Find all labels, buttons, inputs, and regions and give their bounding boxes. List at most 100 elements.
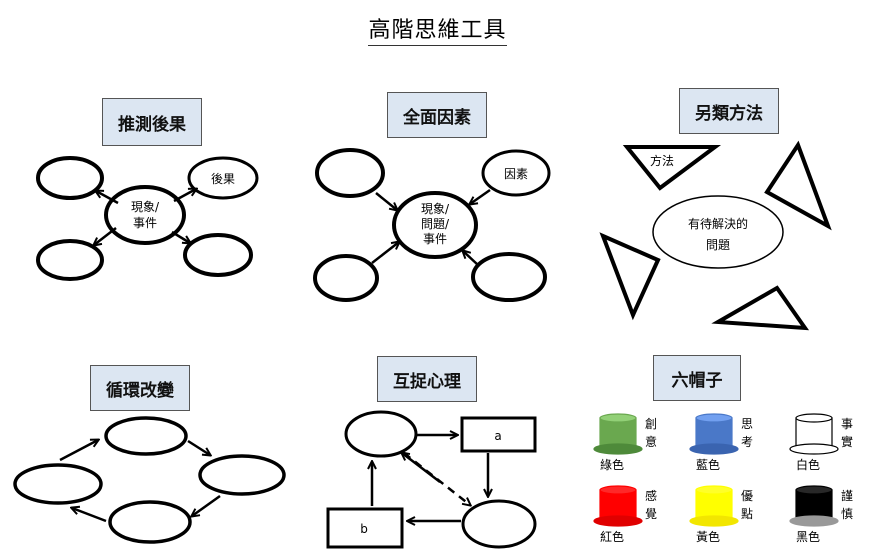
interaction-diagram: a b (326, 410, 537, 549)
cycle-label: 循環改變 (90, 365, 190, 411)
interaction-label: 互捉心理 (377, 356, 477, 402)
factors-diagram: 現象/ 問題/ 事件 因素 (313, 148, 551, 302)
factor-node-bottom-right (471, 252, 547, 302)
hat-brim (789, 443, 839, 455)
problem-text-2: 問題 (706, 238, 730, 252)
interaction-box-a (460, 416, 537, 453)
hat-side-text-1: 思 (741, 417, 753, 431)
method-text: 方法 (650, 153, 674, 168)
consequence-node-bottom-right (183, 233, 253, 277)
cycle-arrow-4 (59, 440, 98, 462)
hat-side-text-2: 覺 (645, 507, 657, 521)
cycle-node-bottom (108, 500, 192, 544)
hat-brim (789, 515, 839, 527)
six-hats-label: 六帽子 (653, 355, 741, 401)
box-b-text: b (360, 522, 368, 536)
hat-brim (689, 443, 739, 455)
hat-name: 黑色 (796, 530, 820, 544)
hat-name: 白色 (796, 457, 820, 472)
arrow-bottom-right-to-center (463, 251, 479, 266)
arrow-center-to-top-left (96, 191, 119, 205)
consequence-center-node (104, 185, 186, 245)
hat-side-text-2: 意 (645, 434, 657, 449)
hat-side-text-1: 感 (645, 488, 657, 503)
problem-text-1: 有待解決的 (688, 216, 748, 231)
hat-top (599, 485, 637, 495)
consequence-node-top-left (36, 156, 104, 200)
cycle-node-top (104, 416, 188, 456)
factor-node-bottom-left (313, 254, 379, 302)
hat-name: 紅色 (600, 530, 624, 544)
method-triangle-right (764, 140, 832, 231)
interaction-node-top-left (344, 410, 418, 458)
factor-node-top-right (481, 149, 551, 197)
method-triangle-bottom-right (711, 285, 810, 331)
method-triangle-top-left (622, 145, 722, 191)
interaction-box-b (326, 507, 404, 549)
hat-name: 綠色 (600, 458, 624, 472)
hat-side-text-1: 創 (645, 417, 657, 431)
alternatives-label: 另類方法 (679, 88, 779, 134)
hat-side-text-2: 實 (841, 434, 853, 449)
hat-side-text-1: 謹 (841, 488, 853, 503)
hat-top (695, 485, 733, 495)
hat-brim (593, 515, 643, 527)
box-a-text: a (494, 429, 501, 443)
hat-side-text-2: 慎 (841, 507, 853, 521)
factors-label: 全面因素 (387, 92, 487, 138)
interaction-node-bottom-right (461, 499, 537, 549)
hat-top (795, 485, 833, 495)
cycle-arrow-2 (192, 494, 221, 516)
cycle-arrow-3 (72, 508, 107, 523)
hat-side-text-2: 點 (741, 507, 753, 521)
consequence-node-text: 後果 (211, 172, 235, 186)
hat-side-text-2: 考 (741, 435, 753, 449)
alternatives-diagram: 有待解決的 問題 方法 (599, 140, 832, 331)
hat-crown (599, 417, 637, 449)
cycle-arrow-1 (187, 439, 210, 455)
factor-node-text: 因素 (504, 167, 528, 181)
arrow-bottom-left-to-center (371, 242, 399, 264)
hat-side-text-1: 事 (841, 417, 853, 431)
arrow-center-to-top-right (173, 189, 196, 203)
arrow-center-to-bottom-right (171, 230, 190, 243)
hat-top (695, 413, 733, 423)
consequence-center-text-2: 事件 (133, 216, 157, 230)
hat-side-text-1: 優 (741, 489, 753, 503)
hat-top (795, 413, 833, 423)
problem-center-node (652, 195, 784, 269)
hat-name: 藍色 (696, 458, 720, 472)
cycle-node-right (198, 454, 286, 496)
hat-brim (593, 443, 643, 455)
consequences-diagram: 現象/ 事件 後果 (36, 156, 259, 281)
dashed-arrow-2 (402, 453, 441, 483)
factor-center-text-1: 現象/ (421, 202, 450, 216)
hat-brim (689, 515, 739, 527)
consequence-node-bottom-left (36, 239, 104, 281)
page-title: 高階思維工具 (0, 12, 875, 46)
consequences-label: 推測後果 (102, 98, 202, 146)
hat-crown (695, 417, 733, 449)
hat-top (599, 413, 637, 423)
factor-center-text-2: 問題/ (421, 217, 450, 231)
arrow-top-left-to-center (375, 192, 397, 210)
cycle-diagram (13, 416, 286, 544)
hat-name: 黃色 (696, 530, 720, 544)
factor-center-node (392, 191, 478, 259)
consequence-center-text-1: 現象/ (131, 200, 160, 214)
consequence-node-top-right (187, 156, 259, 200)
factor-node-top-left (315, 148, 385, 198)
method-triangle-left (599, 232, 661, 321)
arrow-top-right-to-center (470, 188, 491, 204)
hat-crown (599, 489, 637, 521)
hat-crown (695, 489, 733, 521)
cycle-node-left (13, 463, 103, 505)
